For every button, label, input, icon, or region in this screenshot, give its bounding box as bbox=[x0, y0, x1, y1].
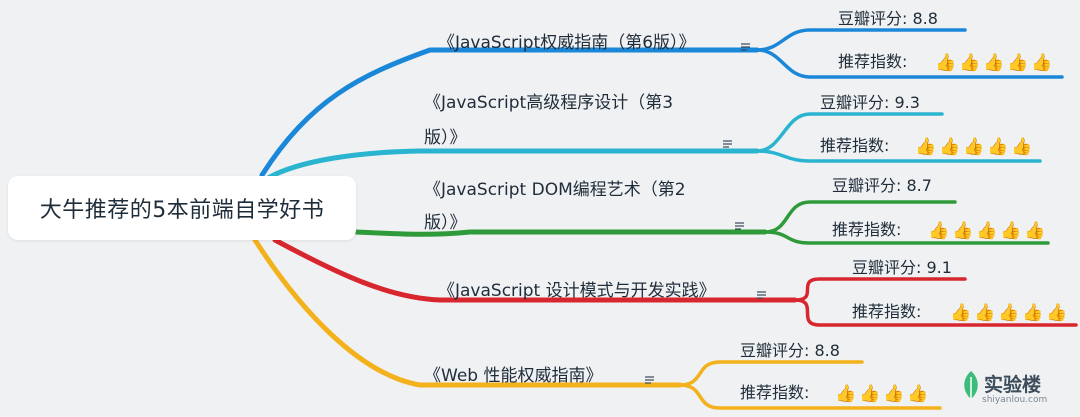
branch-connector bbox=[265, 148, 760, 181]
watermark-text: 实验楼 bbox=[984, 374, 1042, 396]
rating-value: 8.8 bbox=[814, 341, 839, 360]
thumbs-up-icon: 👍 bbox=[883, 383, 904, 403]
thumbs-up-icon: 👍 bbox=[976, 220, 997, 240]
leaf-logo-icon bbox=[964, 371, 978, 399]
notes-icon[interactable] bbox=[723, 140, 732, 148]
thumbs-up-icon: 👍 bbox=[987, 136, 1008, 156]
book-title-line: 《JavaScript 设计模式与开发实践》 bbox=[438, 281, 716, 301]
rating-label: 豆瓣评分: bbox=[838, 9, 912, 28]
recommend-connector bbox=[793, 298, 1078, 327]
branch-4[interactable]: 《JavaScript 设计模式与开发实践》豆瓣评分: 9.1推荐指数:👍👍👍👍… bbox=[272, 237, 1078, 327]
notes-icon[interactable] bbox=[735, 222, 744, 230]
thumbs-up-icon: 👍 bbox=[1007, 52, 1028, 72]
thumbs-up-icon: 👍 bbox=[952, 220, 973, 240]
thumbs-up-icon: 👍 bbox=[950, 302, 971, 322]
rating-text[interactable]: 豆瓣评分: 9.3 bbox=[820, 93, 920, 112]
rating-text[interactable]: 豆瓣评分: 8.7 bbox=[832, 176, 932, 195]
rating-text[interactable]: 豆瓣评分: 8.8 bbox=[740, 341, 840, 360]
thumbs-up-icon: 👍 bbox=[1024, 220, 1045, 240]
branch-3[interactable]: 《JavaScript DOM编程艺术（第2 版）》 豆瓣评分: 8.7 推荐指数: 👍… bbox=[353, 176, 1050, 245]
recommend-connector bbox=[678, 383, 942, 410]
book-title-line: 版）》 bbox=[424, 128, 467, 148]
notes-icon[interactable] bbox=[645, 376, 654, 384]
branch-connector bbox=[259, 47, 760, 178]
watermark-subtext: shiyanlou.com bbox=[982, 395, 1048, 405]
rating-connector bbox=[755, 112, 944, 153]
branch-connector bbox=[353, 229, 768, 237]
book-title-line: 版）》 bbox=[424, 213, 467, 233]
branch-2[interactable]: 《JavaScript高级程序设计（第3版）》豆瓣评分: 9.3推荐指数:👍👍👍… bbox=[265, 93, 1042, 181]
rating-label: 豆瓣评分: bbox=[740, 341, 814, 360]
rating-connector bbox=[678, 360, 864, 387]
notes-icon[interactable] bbox=[741, 43, 750, 51]
rating-connector bbox=[793, 277, 967, 302]
recommend-connector bbox=[763, 230, 1050, 245]
rating-text[interactable]: 豆瓣评分: 8.8 bbox=[838, 9, 938, 28]
book-title-line: 《JavaScript DOM编程艺术（第2 bbox=[424, 180, 686, 200]
recommend-connector bbox=[755, 48, 1064, 79]
thumbs-up-icon: 👍 bbox=[928, 220, 949, 240]
thumbs-up-icon: 👍 bbox=[915, 136, 936, 156]
thumbs-up-icon: 👍 bbox=[983, 52, 1004, 72]
thumbs-up-icon: 👍 bbox=[998, 302, 1019, 322]
rating-label: 豆瓣评分: bbox=[820, 93, 894, 112]
thumbs-up-icon: 👍 bbox=[907, 383, 928, 403]
watermark: 实验楼 shiyanlou.com bbox=[960, 369, 1060, 409]
recommend-label[interactable]: 推荐指数: bbox=[838, 52, 907, 71]
thumbs-up-icon: 👍 bbox=[859, 383, 880, 403]
rating-label: 豆瓣评分: bbox=[852, 258, 926, 277]
recommend-label[interactable]: 推荐指数: bbox=[740, 383, 809, 402]
thumbs-up-icon: 👍 bbox=[1031, 52, 1052, 72]
rating-label: 豆瓣评分: bbox=[832, 176, 906, 195]
rating-value: 8.8 bbox=[912, 9, 937, 28]
book-title-line: 《JavaScript权威指南（第6版）》 bbox=[438, 33, 696, 53]
root-topic[interactable]: 大牛推荐的5本前端自学好书 bbox=[8, 176, 356, 240]
rating-text[interactable]: 豆瓣评分: 9.1 bbox=[852, 258, 952, 277]
recommend-label[interactable]: 推荐指数: bbox=[852, 302, 921, 321]
thumbs-up-icon: 👍 bbox=[835, 383, 856, 403]
thumbs-up-icon: 👍 bbox=[939, 136, 960, 156]
recommend-connector bbox=[755, 149, 1042, 163]
thumbs-up-icon: 👍 bbox=[1011, 136, 1032, 156]
thumbs-up-icon: 👍 bbox=[935, 52, 956, 72]
branch-connector bbox=[252, 237, 683, 388]
thumbs-up-icon: 👍 bbox=[963, 136, 984, 156]
thumbs-up-icon: 👍 bbox=[1046, 302, 1067, 322]
rating-value: 9.3 bbox=[894, 93, 919, 112]
thumbs-up-icon: 👍 bbox=[1000, 220, 1021, 240]
recommend-label[interactable]: 推荐指数: bbox=[832, 220, 901, 239]
branch-connector bbox=[272, 237, 798, 303]
rating-connector bbox=[755, 28, 967, 52]
rating-value: 8.7 bbox=[906, 176, 931, 195]
rating-value: 9.1 bbox=[926, 258, 951, 277]
thumbs-up-icon: 👍 bbox=[1022, 302, 1043, 322]
thumbs-up-icon: 👍 bbox=[974, 302, 995, 322]
root-topic-title: 大牛推荐的5本前端自学好书 bbox=[39, 198, 325, 223]
book-title-line: 《Web 性能权威指南》 bbox=[424, 366, 602, 386]
recommend-label[interactable]: 推荐指数: bbox=[820, 136, 889, 155]
notes-icon[interactable] bbox=[757, 291, 766, 299]
thumbs-up-icon: 👍 bbox=[959, 52, 980, 72]
book-title-line: 《JavaScript高级程序设计（第3 bbox=[424, 93, 673, 113]
